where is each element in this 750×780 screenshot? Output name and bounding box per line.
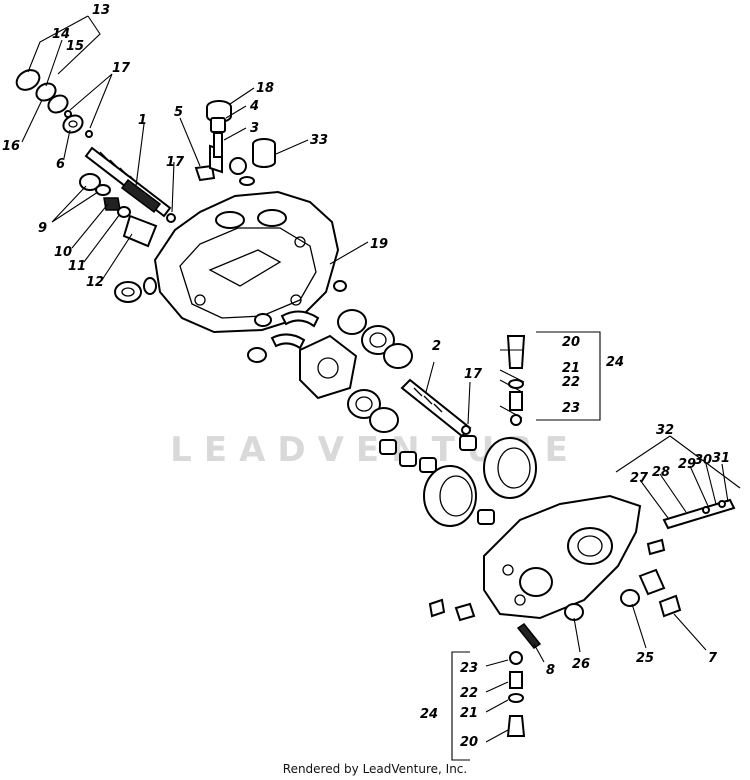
callout-17: 17	[112, 61, 131, 76]
small-fitting	[229, 157, 255, 186]
callout-23: 23	[460, 661, 478, 676]
right-fittings	[428, 538, 682, 622]
callout-20: 20	[562, 335, 580, 350]
callout-24: 24	[606, 355, 624, 370]
seal-washer-stack	[15, 69, 93, 138]
callout-11: 11	[68, 259, 86, 274]
callout-9: 9	[38, 221, 47, 236]
thrust-bearings	[337, 309, 413, 433]
callout-3: 3	[250, 121, 259, 136]
callout-25: 25	[636, 651, 654, 666]
callout-16: 16	[2, 139, 20, 154]
cap-33	[252, 138, 276, 168]
callout-7: 7	[708, 651, 718, 666]
callout-19: 19	[370, 237, 388, 252]
callout-labels: 13 14 15 17 16 6 1 5 18 4 3 33 17 9 10 1…	[2, 3, 730, 750]
callout-29: 29	[678, 457, 696, 472]
valve-plate	[299, 334, 358, 400]
center-section-housing	[483, 494, 642, 620]
callout-15: 15	[66, 39, 84, 54]
leader-lines	[21, 15, 741, 761]
callout-14: 14	[52, 27, 70, 42]
callout-4: 4	[249, 99, 259, 114]
cylinder-blocks	[423, 437, 537, 527]
callout-8: 8	[546, 663, 555, 678]
callout-20: 20	[460, 735, 478, 750]
callout-6: 6	[56, 157, 65, 172]
main-housing	[153, 190, 340, 334]
callout-21: 21	[562, 361, 580, 376]
charge-relief-valve	[662, 498, 736, 530]
callout-12: 12	[86, 275, 104, 290]
callout-27: 27	[630, 471, 649, 486]
callout-22: 22	[460, 686, 478, 701]
left-small-parts	[79, 173, 176, 303]
pistons-and-springs	[379, 435, 495, 525]
housing-lower-parts	[247, 280, 347, 363]
callout-30: 30	[694, 453, 712, 468]
callout-1: 1	[138, 113, 147, 128]
valve-plug-parts	[206, 100, 232, 158]
callout-32: 32	[656, 423, 674, 438]
callout-28: 28	[652, 465, 670, 480]
footer-credit: Rendered by LeadVenture, Inc.	[282, 762, 468, 776]
callout-33: 33	[310, 133, 328, 148]
callout-18: 18	[256, 81, 274, 96]
callout-17: 17	[166, 155, 185, 170]
check-valve-upper	[506, 335, 526, 426]
callout-21: 21	[460, 706, 478, 721]
callout-5: 5	[174, 105, 183, 120]
callout-23: 23	[562, 401, 580, 416]
callout-13: 13	[92, 3, 110, 18]
callout-31: 31	[712, 451, 730, 466]
input-shaft	[84, 146, 172, 218]
callout-2: 2	[432, 339, 441, 354]
callout-24: 24	[420, 707, 438, 722]
output-shaft	[400, 378, 472, 438]
check-valve-lower	[506, 622, 542, 737]
callout-17: 17	[464, 367, 483, 382]
callout-10: 10	[54, 245, 72, 260]
callout-26: 26	[572, 657, 590, 672]
callout-22: 22	[562, 375, 580, 390]
